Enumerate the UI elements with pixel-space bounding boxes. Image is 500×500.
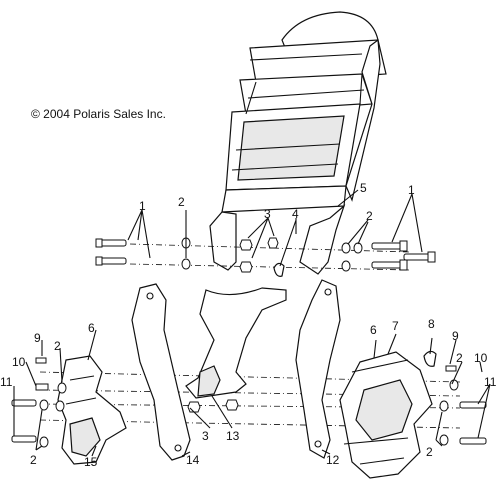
housing-part-7 — [339, 350, 437, 479]
callout-4: 4 — [292, 207, 299, 221]
bracket-part-12 — [295, 279, 341, 459]
copyright-notice: © 2004 Polaris Sales Inc. — [31, 107, 166, 121]
callout-8: 8 — [428, 317, 435, 331]
callout-14: 14 — [186, 453, 200, 467]
callout-2: 2 — [456, 351, 463, 365]
hardware-right — [439, 365, 487, 446]
callout-2: 2 — [54, 339, 61, 353]
bolt-group-upper-right — [341, 240, 436, 272]
callout-10: 10 — [12, 355, 26, 369]
callout-10: 10 — [474, 351, 488, 365]
callout-6: 6 — [88, 321, 95, 335]
callout-2: 2 — [178, 195, 185, 209]
callout-2: 2 — [366, 209, 373, 223]
callout-3: 3 — [202, 429, 209, 443]
callout-labels: 1 2 3 4 5 2 1 6 9 2 10 11 2 15 3 13 14 1… — [0, 181, 497, 469]
bracket-part-13 — [185, 287, 287, 413]
callout-13: 13 — [226, 429, 240, 443]
callout-15: 15 — [84, 455, 98, 469]
callout-9: 9 — [452, 329, 459, 343]
housing-part-15 — [57, 355, 127, 465]
callout-3: 3 — [264, 207, 271, 221]
callout-11: 11 — [484, 375, 497, 389]
frame-assembly — [209, 11, 387, 275]
callout-12: 12 — [326, 453, 340, 467]
leader-lines — [13, 189, 491, 457]
bracket-part-14 — [131, 283, 191, 461]
callout-2: 2 — [30, 453, 37, 467]
bolt-group-upper-left — [95, 237, 285, 277]
callout-1: 1 — [408, 183, 415, 197]
callout-1: 1 — [139, 199, 146, 213]
callout-7: 7 — [392, 319, 399, 333]
callout-11: 11 — [0, 375, 13, 389]
hardware-left — [11, 357, 67, 448]
callout-9: 9 — [34, 331, 41, 345]
callout-6: 6 — [370, 323, 377, 337]
callout-2: 2 — [426, 445, 433, 459]
callout-5: 5 — [360, 181, 367, 195]
